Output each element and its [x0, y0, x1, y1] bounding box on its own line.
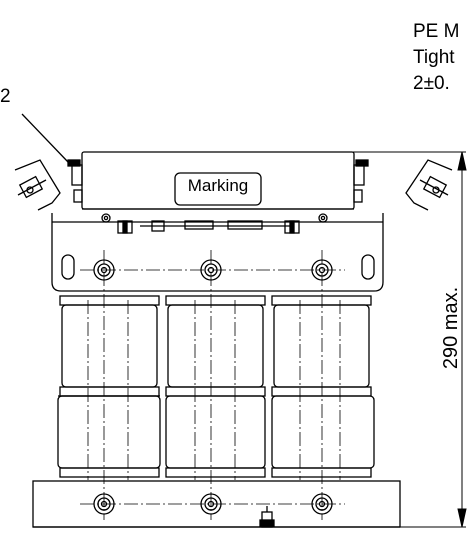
pe-note-line-1: PE M: [413, 21, 460, 42]
centerlines: [80, 250, 345, 520]
pe-note-line-3: 2±0.: [413, 73, 450, 94]
pe-note-line-2: Tight: [413, 47, 455, 68]
marking-label: Marking: [187, 176, 249, 195]
dimension-label: 290 max.: [440, 286, 462, 370]
coil-middle: [165, 295, 266, 478]
base-plate: [32, 480, 401, 528]
callout-number: 2: [0, 86, 11, 107]
right-bracket: [405, 159, 453, 211]
terminal-box: [67, 151, 369, 234]
coil-right: [271, 295, 375, 478]
pe-terminal: [259, 506, 275, 528]
marking-box: [174, 172, 262, 206]
left-bracket: [14, 159, 61, 211]
coil-left: [57, 295, 161, 478]
upper-yoke: [51, 213, 384, 292]
callout-leader: [21, 113, 69, 163]
height-dimension: [349, 151, 467, 528]
